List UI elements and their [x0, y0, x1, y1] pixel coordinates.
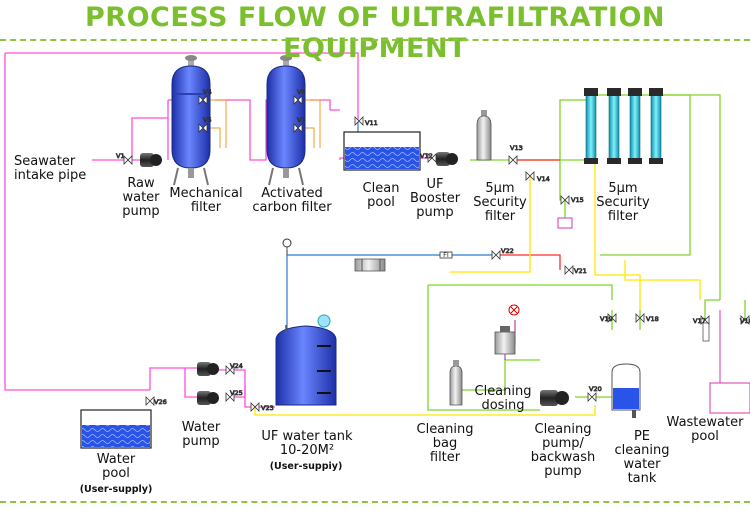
svg-text:V4: V4 — [203, 88, 212, 96]
cleaning-bag-filter — [449, 360, 463, 406]
page-title: PROCESS FLOW OF ULTRAFILTRATION EQUIPMEN… — [85, 2, 665, 64]
water-pool — [80, 409, 152, 449]
valve-v12: V12 — [420, 152, 437, 163]
valve-v25: V25 — [225, 389, 243, 402]
svg-text:V24: V24 — [230, 362, 243, 370]
uf-water-tank — [275, 314, 337, 406]
svg-text:V14: V14 — [537, 175, 550, 183]
valve-v11: V11 — [354, 116, 378, 127]
svg-text:V18: V18 — [646, 315, 659, 323]
valve-v26: V26 — [145, 396, 167, 406]
drain-pipes — [254, 90, 701, 416]
valve-v17: V17 — [693, 315, 710, 325]
valve-v7: V7 — [293, 116, 306, 133]
svg-text:V5: V5 — [203, 116, 212, 124]
raw-water-pipes — [4, 52, 435, 408]
flow-meter: FI — [439, 251, 453, 259]
valve-v13: V13 — [508, 144, 523, 165]
valve-v6: V6 — [293, 88, 306, 105]
svg-text:V22: V22 — [501, 247, 514, 255]
svg-text:V20: V20 — [589, 385, 602, 393]
valve-v23: V23 — [250, 402, 274, 412]
svg-text:V16: V16 — [740, 317, 750, 325]
valve-v14: V14 — [525, 171, 550, 183]
svg-text:V26: V26 — [154, 398, 167, 406]
raw-water-pump — [140, 153, 162, 167]
valve-v16: V16 — [740, 315, 750, 325]
sample-column — [702, 322, 710, 342]
orange-connectors — [210, 99, 321, 148]
svg-text:V11: V11 — [365, 119, 378, 127]
svg-text:V25: V25 — [230, 389, 243, 397]
svg-text:V7: V7 — [297, 116, 306, 124]
bottom-divider — [0, 501, 750, 503]
svg-text:V1: V1 — [116, 152, 125, 160]
drain-cup — [557, 217, 573, 229]
valve-v4: V4 — [198, 88, 212, 105]
security-filter-1 — [476, 110, 492, 161]
valves: V1 V4 V5 V6 V7 V11 V12 V13 V14 V15 V16 V… — [116, 88, 750, 413]
valve-v1: V1 — [116, 152, 133, 165]
valve-v5: V5 — [198, 116, 212, 133]
water-pump-lower — [197, 391, 219, 405]
uf-membrane-array — [584, 88, 663, 164]
svg-text:V23: V23 — [261, 404, 274, 412]
valve-v19: V19 — [600, 313, 617, 323]
mechanical-filter — [171, 55, 211, 186]
cleaning-pump — [540, 390, 569, 406]
pressure-gauge — [282, 238, 292, 255]
valve-v21: V21 — [564, 265, 587, 275]
valve-v15: V15 — [560, 195, 584, 205]
title-divider — [0, 39, 750, 41]
svg-text:V6: V6 — [297, 88, 306, 96]
svg-text:V15: V15 — [571, 196, 584, 204]
svg-text:V19: V19 — [600, 315, 613, 323]
cleaning-dosing-unit — [494, 304, 520, 355]
valve-v22: V22 — [491, 247, 514, 260]
clean-pool — [343, 131, 421, 171]
svg-text:V17: V17 — [693, 317, 706, 325]
uf-booster-pump — [436, 152, 458, 166]
activated-carbon-filter — [266, 55, 306, 186]
backwash-pipes — [500, 159, 561, 270]
valve-v20: V20 — [587, 385, 602, 402]
svg-text:V21: V21 — [574, 267, 587, 275]
svg-text:V12: V12 — [420, 152, 433, 160]
water-pump-upper — [197, 362, 219, 376]
valve-v24: V24 — [225, 362, 243, 375]
valve-v18: V18 — [635, 313, 659, 323]
horizontal-uf-element — [354, 258, 386, 272]
label-uf-water-tank-note: (User-suppiy) — [269, 461, 343, 472]
wastewater-pool — [709, 310, 750, 414]
label-water-pool-note: (User-supply) — [79, 484, 153, 495]
pe-cleaning-tank — [611, 363, 641, 418]
svg-text:V13: V13 — [510, 144, 523, 152]
flow-meter-label: FI — [443, 251, 449, 259]
